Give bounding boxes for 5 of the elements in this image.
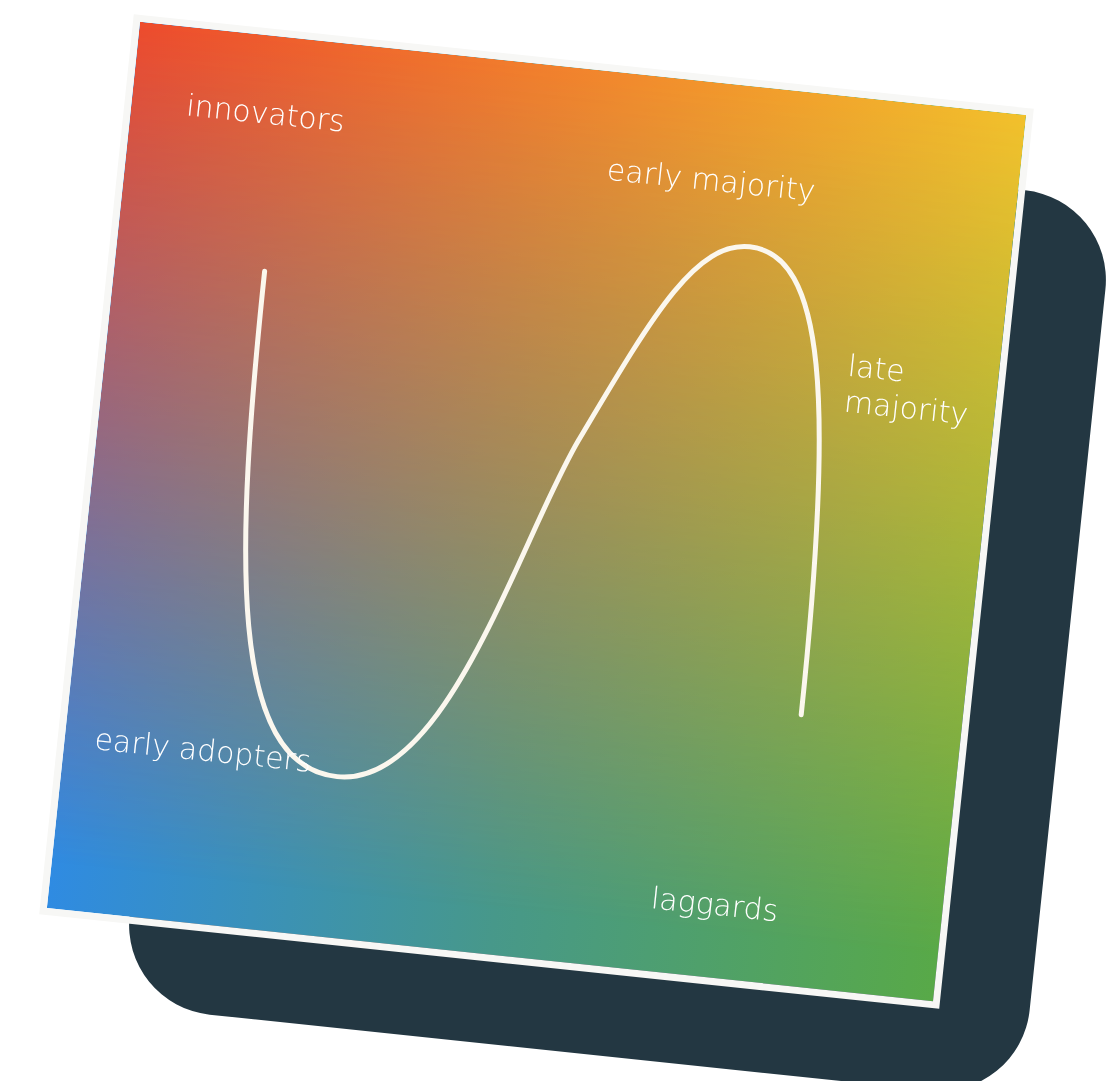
curve-label: early majority [605, 151, 818, 210]
curve-label: early adopters [92, 721, 314, 780]
curve-label: innovators [184, 87, 347, 140]
curve-label: late majority [842, 347, 971, 434]
curve-label: laggards [649, 880, 780, 930]
